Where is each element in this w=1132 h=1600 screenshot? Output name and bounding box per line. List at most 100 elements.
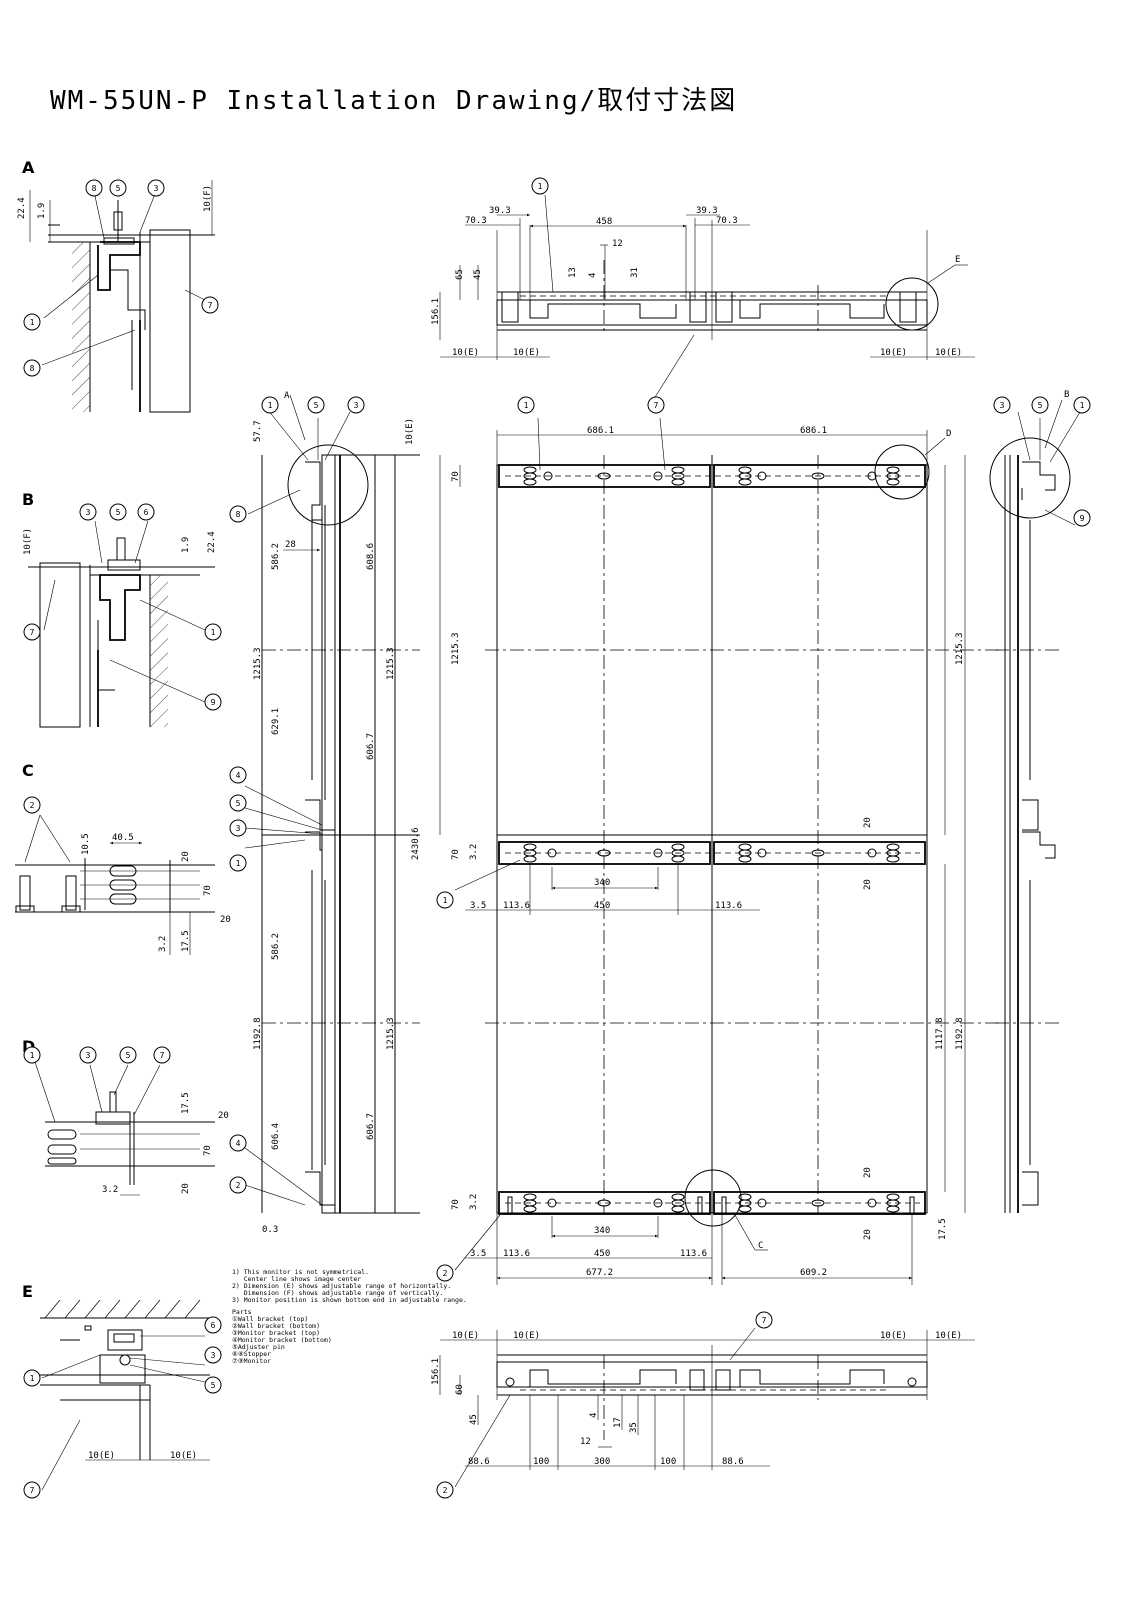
part-bubble-1: 1 bbox=[538, 182, 543, 191]
part-bubble-7: 7 bbox=[30, 628, 35, 637]
part-bubble-circle bbox=[229, 1176, 247, 1194]
part-5: ⑤Adjuster pin bbox=[232, 1343, 285, 1351]
detail-b: 10(F) 1.9 22.4 bbox=[23, 520, 217, 728]
part-bubble-circle bbox=[23, 1369, 41, 1387]
dim-c-20b: 20 bbox=[220, 915, 231, 925]
part-bubble-1: 1 bbox=[268, 401, 273, 410]
part-bubble-circle bbox=[79, 1046, 97, 1064]
part-bubble-3: 3 bbox=[354, 401, 359, 410]
dim-front-70b: 70 bbox=[451, 849, 461, 860]
part-bubble-8: 8 bbox=[30, 364, 35, 373]
part-bubble-circle bbox=[79, 503, 97, 521]
dim-front-686-1a: 686.1 bbox=[587, 426, 614, 436]
dim-front-1215-3-right: 1215.3 bbox=[955, 632, 965, 665]
dim-bottom-100b: 100 bbox=[660, 1457, 676, 1467]
dim-side-28: 28 bbox=[285, 540, 296, 550]
dim-a-10f: 10(F) bbox=[203, 185, 213, 212]
dim-front-677-2: 677.2 bbox=[586, 1268, 613, 1278]
part-bubble-circle bbox=[23, 1046, 41, 1064]
part-bubble-circle bbox=[229, 766, 247, 784]
part-bubble-circle bbox=[517, 396, 535, 414]
part-bubble-circle bbox=[119, 1046, 137, 1064]
part-bubble-circle bbox=[147, 179, 165, 197]
part-bubble-circle bbox=[307, 396, 325, 414]
side-view-right: B bbox=[989, 390, 1081, 1213]
callout-c: C bbox=[758, 1241, 763, 1251]
note-line-5: 3) Monitor position is shown bottom end … bbox=[232, 1296, 467, 1304]
dim-side-606-7a: 606.7 bbox=[366, 733, 376, 760]
dim-front-20a: 20 bbox=[863, 817, 873, 828]
part-bubble-1: 1 bbox=[211, 628, 216, 637]
part-bubble-6: 6 bbox=[211, 1321, 216, 1330]
part-bubble-circle bbox=[109, 179, 127, 197]
dim-a-1-9: 1.9 bbox=[37, 203, 47, 219]
part-bubble-circle bbox=[204, 623, 222, 641]
dim-bottom-60: 60 bbox=[455, 1384, 465, 1395]
part-bubble-circle bbox=[531, 177, 549, 195]
part-bubble-circle bbox=[229, 854, 247, 872]
dim-e-10e-left: 10(E) bbox=[88, 1451, 115, 1461]
part-bubble-circle bbox=[204, 1346, 222, 1364]
dim-front-3-5b: 3.5 bbox=[470, 1249, 486, 1259]
dim-side-586-2b: 586.2 bbox=[271, 933, 281, 960]
part-bubble-5: 5 bbox=[236, 799, 241, 808]
part-bubble-2: 2 bbox=[236, 1181, 241, 1190]
dim-front-340b: 340 bbox=[594, 1226, 610, 1236]
part-bubble-4: 4 bbox=[236, 771, 241, 780]
part-bubble-1: 1 bbox=[1080, 401, 1085, 410]
dim-bottom-10e-4: 10(E) bbox=[935, 1331, 962, 1341]
dim-front-686-1b: 686.1 bbox=[800, 426, 827, 436]
dim-b-10f: 10(F) bbox=[23, 528, 33, 555]
note-line-3: 2) Dimension (E) shows adjustable range … bbox=[232, 1282, 451, 1290]
section-label-c: C bbox=[22, 761, 34, 780]
dim-front-1215-3-left: 1215.3 bbox=[451, 632, 461, 665]
dim-top-4: 4 bbox=[588, 273, 598, 278]
section-label-e: E bbox=[22, 1282, 33, 1301]
dim-bottom-156-1: 156.1 bbox=[431, 1358, 441, 1385]
dim-c-17-5: 17.5 bbox=[181, 930, 191, 952]
dim-front-113-6a: 113.6 bbox=[503, 901, 530, 911]
part-bubble-1: 1 bbox=[443, 896, 448, 905]
part-bubble-1: 1 bbox=[30, 318, 35, 327]
part-bubble-5: 5 bbox=[314, 401, 319, 410]
dim-front-113-6b: 113.6 bbox=[715, 901, 742, 911]
top-view: 39.3 70.3 458 39.3 70.3 12 65 45 156.1 1… bbox=[431, 194, 975, 403]
dim-d-70: 70 bbox=[203, 1145, 213, 1156]
dim-front-3-2a: 3.2 bbox=[469, 844, 479, 860]
note-line-4: Dimension (F) shows adjustable range of … bbox=[232, 1289, 443, 1297]
part-bubble-3: 3 bbox=[86, 508, 91, 517]
detail-a: 22.4 1.9 10(F) bbox=[17, 180, 215, 413]
dim-top-70-3-right: 70.3 bbox=[716, 216, 738, 226]
dim-front-1192-8: 1192.8 bbox=[955, 1017, 965, 1050]
part-bubble-7: 7 bbox=[30, 1486, 35, 1495]
detail-e: 10(E) 10(E) bbox=[40, 1299, 210, 1491]
part-bubble-circle bbox=[1073, 396, 1091, 414]
section-label-b: B bbox=[22, 490, 34, 509]
part-bubble-7: 7 bbox=[654, 401, 659, 410]
callout-b: B bbox=[1064, 390, 1069, 400]
part-bubble-circle bbox=[204, 1376, 222, 1394]
part-bubble-circle bbox=[23, 796, 41, 814]
callout-e: E bbox=[955, 255, 960, 265]
dim-c-40-5: 40.5 bbox=[112, 833, 134, 843]
part-bubble-circle bbox=[109, 503, 127, 521]
part-bubble-7: 7 bbox=[762, 1316, 767, 1325]
part-bubble-5: 5 bbox=[116, 508, 121, 517]
dim-side-57-7: 57.7 bbox=[253, 420, 263, 442]
part-bubble-7: 7 bbox=[160, 1051, 165, 1060]
dim-front-3-2b: 3.2 bbox=[469, 1194, 479, 1210]
part-bubble-1: 1 bbox=[30, 1051, 35, 1060]
part-bubble-circle bbox=[204, 693, 222, 711]
dim-side-606-4: 606.4 bbox=[271, 1123, 281, 1150]
dim-top-13: 13 bbox=[568, 267, 578, 278]
dim-side-10e: 10(E) bbox=[405, 418, 415, 445]
dim-bottom-10e-2: 10(E) bbox=[513, 1331, 540, 1341]
dim-top-10e-1: 10(E) bbox=[452, 348, 479, 358]
dim-c-70: 70 bbox=[203, 885, 213, 896]
dim-front-20b: 20 bbox=[863, 879, 873, 890]
dim-top-12: 12 bbox=[612, 239, 623, 249]
part-bubble-3: 3 bbox=[154, 184, 159, 193]
part-6: ⑥⑧Stopper bbox=[232, 1350, 271, 1358]
dim-c-3-2: 3.2 bbox=[158, 936, 168, 952]
